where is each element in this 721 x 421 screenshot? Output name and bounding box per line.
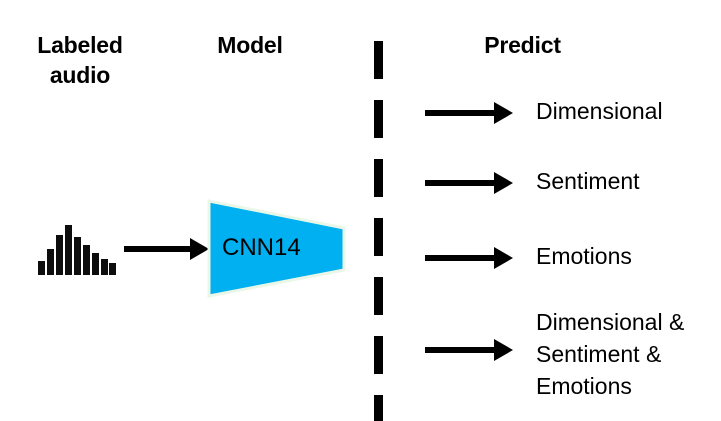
prediction-label-sentiment: Sentiment	[536, 168, 640, 194]
arrow-right-icon-input-to-model	[124, 238, 209, 260]
waveform-bar	[47, 249, 54, 275]
arrow-shaft	[425, 255, 495, 261]
arrow-right-icon-sentiment	[425, 172, 513, 194]
waveform-bar	[74, 237, 81, 275]
arrow-head	[190, 238, 209, 260]
audio-waveform-icon	[38, 225, 116, 275]
arrow-shaft	[425, 110, 495, 116]
prediction-label-dimensional: Dimensional	[536, 98, 663, 124]
waveform-bar	[109, 263, 116, 275]
arrow-shaft	[425, 347, 495, 353]
column-header-model: Model	[217, 32, 283, 58]
arrow-head	[494, 339, 513, 361]
column-header-labeled-audio: Labeled audio	[37, 32, 123, 88]
waveform-bar	[38, 261, 45, 275]
model-block-label: CNN14	[222, 234, 301, 261]
divider-dash	[374, 277, 383, 315]
divider-dash	[374, 395, 383, 421]
prediction-label-emotions: Emotions	[536, 243, 632, 269]
model-block-cnn14	[206, 198, 347, 299]
divider-dash	[374, 100, 383, 138]
dashed-divider	[374, 41, 383, 421]
divider-dash	[374, 41, 383, 79]
waveform-bar	[65, 225, 72, 275]
waveform-bar	[56, 235, 63, 275]
column-header-predict: Predict	[484, 32, 561, 58]
arrow-shaft	[425, 180, 495, 186]
arrow-head	[494, 247, 513, 269]
arrow-shaft	[124, 246, 192, 252]
arrow-right-icon-combined	[425, 339, 513, 361]
arrow-right-icon-dimensional	[425, 102, 513, 124]
divider-dash	[374, 336, 383, 374]
trapezoid-shape	[207, 199, 346, 298]
waveform-bar	[92, 253, 99, 275]
arrow-head	[494, 172, 513, 194]
divider-dash	[374, 159, 383, 197]
prediction-label-combined: Dimensional & Sentiment & Emotions	[536, 309, 685, 399]
waveform-bar	[101, 259, 108, 275]
waveform-bar	[83, 245, 90, 275]
arrow-head	[494, 102, 513, 124]
arrow-right-icon-emotions	[425, 247, 513, 269]
divider-dash	[374, 218, 383, 256]
